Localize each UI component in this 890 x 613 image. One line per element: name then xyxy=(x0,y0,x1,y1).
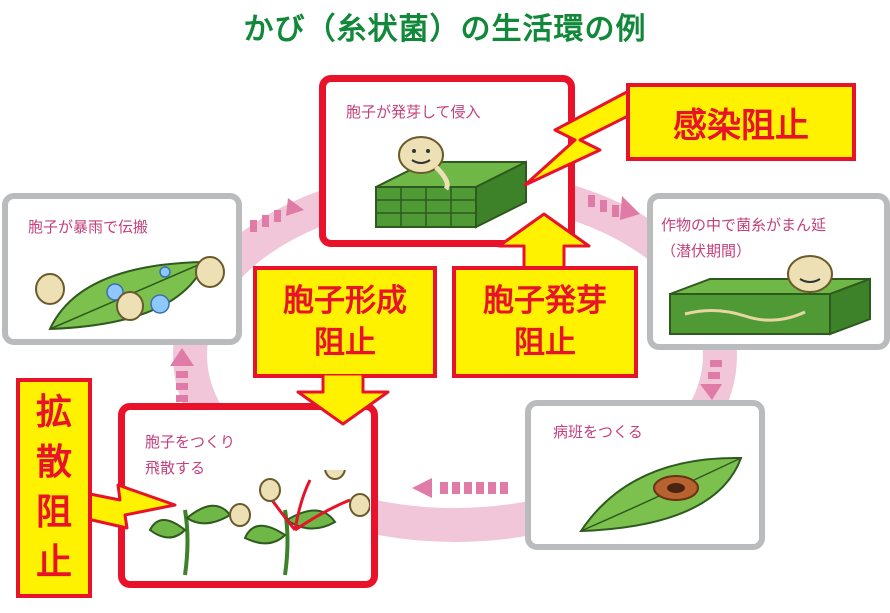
spore-character-icon xyxy=(35,273,65,305)
block-infection: 感染阻止 xyxy=(626,83,856,161)
stage-lesion-panel: 病班をつくる xyxy=(525,400,765,550)
spore-character-icon xyxy=(787,255,833,293)
sporulating-plant-icon xyxy=(148,470,370,576)
block-diffusion-c2: 散 xyxy=(35,442,72,483)
stage-scatter-label-1: 胞子をつくり xyxy=(145,433,236,451)
block-formation-line2: 阻止 xyxy=(314,325,376,361)
down-arrow-icon xyxy=(296,374,390,426)
up-arrow-icon xyxy=(497,212,591,268)
stage-scatter-panel: 胞子をつくり 飛散する xyxy=(118,403,378,588)
arrow-right xyxy=(700,360,722,400)
block-diffusion-c3: 阻 xyxy=(35,492,72,533)
stage-rain-panel: 胞子が暴雨で伝搬 xyxy=(2,193,242,345)
block-infection-text: 感染阻止 xyxy=(673,105,809,146)
spore-character-icon xyxy=(229,503,251,527)
block-diffusion-c4: 止 xyxy=(35,542,72,583)
stage-germination-panel: 胞子が発芽して侵入 xyxy=(319,75,575,247)
leaf-with-droplets-icon xyxy=(35,256,225,331)
lightning-bolt-top-icon xyxy=(523,83,642,187)
stage-rain-label: 胞子が暴雨で伝搬 xyxy=(28,218,149,236)
block-germination-group: 胞子発芽 阻止 xyxy=(452,212,638,378)
arrow-bottom xyxy=(412,478,508,498)
stage-germination-label: 胞子が発芽して侵入 xyxy=(346,103,481,121)
arrow-top-right xyxy=(588,195,640,220)
arrow-top-left xyxy=(250,198,304,232)
mycelium-in-leaf-icon xyxy=(669,255,871,336)
stage-scatter-label-2: 飛散する xyxy=(145,459,206,477)
leaf-cross-section-icon xyxy=(375,136,527,229)
stage-lesion-label: 病班をつくる xyxy=(553,423,643,441)
block-germination-line1: 胞子発芽 xyxy=(483,283,607,319)
block-formation: 胞子形成 阻止 xyxy=(253,266,437,378)
block-diffusion: 拡 散 阻 止 xyxy=(16,378,92,598)
diseased-leaf-icon xyxy=(579,456,743,533)
block-germination-line2: 阻止 xyxy=(514,325,576,361)
spore-character-icon xyxy=(398,136,444,174)
stage-spread-label-2: （潜伏期間） xyxy=(661,242,752,260)
diagram-title: かび（糸状菌）の生活環の例 xyxy=(243,12,647,47)
block-formation-group: 胞子形成 阻止 xyxy=(253,266,437,426)
block-germination: 胞子発芽 阻止 xyxy=(452,266,638,378)
arrow-left xyxy=(170,348,194,402)
block-diffusion-c1: 拡 xyxy=(35,392,72,433)
stage-spread-label-1: 作物の中で菌糸がまん延 xyxy=(661,216,827,234)
stage-spread-panel: 作物の中で菌糸がまん延 （潜伏期間） xyxy=(647,193,890,350)
block-formation-line1: 胞子形成 xyxy=(283,283,407,319)
